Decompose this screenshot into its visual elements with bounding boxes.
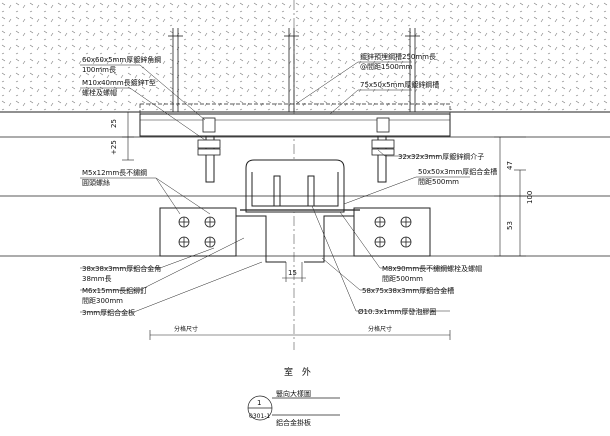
label-top-channel: 75x50x5mm厚鍍鋅鋼槽 — [360, 80, 439, 89]
label-alu-channel-58: 58x75x38x3mm厚鋁合金槽 — [362, 286, 454, 295]
label-spacer: 32x32x3mm厚鍍鋅鋼介子 — [398, 152, 484, 161]
label-rivet-m6: M6x15mm長鋁鉚釘 — [82, 286, 147, 295]
bolt-nuts — [197, 117, 395, 156]
right-dimensions — [494, 136, 526, 257]
dim-100: 100 — [526, 191, 534, 204]
label-alu-plate: 3mm厚鋁合金板 — [82, 308, 135, 317]
label-alu-angle-38: 38x38x3mm厚鋁合金角 — [82, 264, 161, 273]
bolt-symbols — [178, 216, 412, 248]
detail-subtitle: 鋁合金掛板 — [276, 418, 311, 427]
leader-lines — [80, 61, 470, 313]
label-rivet-m6-sub: 間距300mm — [82, 297, 123, 305]
label-embedded-spacing: @間距1500mm — [360, 63, 413, 71]
label-angle-bracket-len: 100mm長 — [82, 66, 116, 74]
center-box-section — [245, 159, 345, 213]
label-tbolt-sub: 螺栓及螺帽 — [82, 88, 117, 97]
label-alu-channel-50: 50x50x3mm厚鋁合金槽 — [418, 167, 497, 176]
label-split-left: 分格尺寸 — [174, 325, 198, 333]
anchor-bolts — [168, 28, 420, 112]
label-bolt-m8-sub: 間距500mm — [382, 275, 423, 283]
panel-angles — [159, 207, 431, 263]
dim-25-bottom: +25 — [110, 140, 118, 155]
detail-bubble — [247, 395, 340, 421]
label-neoprene-ring: Ø10.3x1mm厚發泡膠圈 — [358, 307, 436, 316]
dim-15: 15 — [288, 269, 297, 277]
angle-brackets — [205, 136, 387, 183]
detail-number: 1 — [257, 399, 261, 407]
split-dimension-line — [149, 330, 451, 340]
label-angle-bracket: 60x60x5mm厚鍍鋅角鋼 — [82, 55, 161, 64]
label-alu-angle-38-sub: 38mm長 — [82, 275, 112, 283]
label-exterior: 室 外 — [284, 366, 314, 378]
detail-reference: 0301-1 — [249, 413, 270, 420]
label-bolt-m8: M8x90mm長不鏽鋼螺栓及螺帽 — [382, 264, 482, 273]
concrete-slab — [0, 0, 610, 112]
detail-title: 豎向大樣圖 — [276, 389, 311, 398]
steel-channel-75x50 — [139, 113, 451, 137]
label-screw-m5-sub: 圓頭螺絲 — [82, 178, 110, 187]
dim-25-top: 25 — [110, 119, 118, 128]
dim-53: 53 — [506, 221, 514, 230]
left-dimensions — [122, 111, 134, 161]
label-tbolt: M10x40mm長鍍鋅T型 — [82, 78, 156, 87]
label-split-right: 分格尺寸 — [368, 325, 392, 333]
dim-47: 47 — [506, 161, 514, 170]
bottom-dim-15 — [282, 262, 306, 282]
label-embedded-channel: 鍍鋅預埋鋼槽250mm長 — [360, 52, 436, 61]
label-screw-m5: M5x12mm長不鏽鋼 — [82, 168, 147, 177]
label-alu-channel-50-sub: 間距500mm — [418, 178, 459, 186]
